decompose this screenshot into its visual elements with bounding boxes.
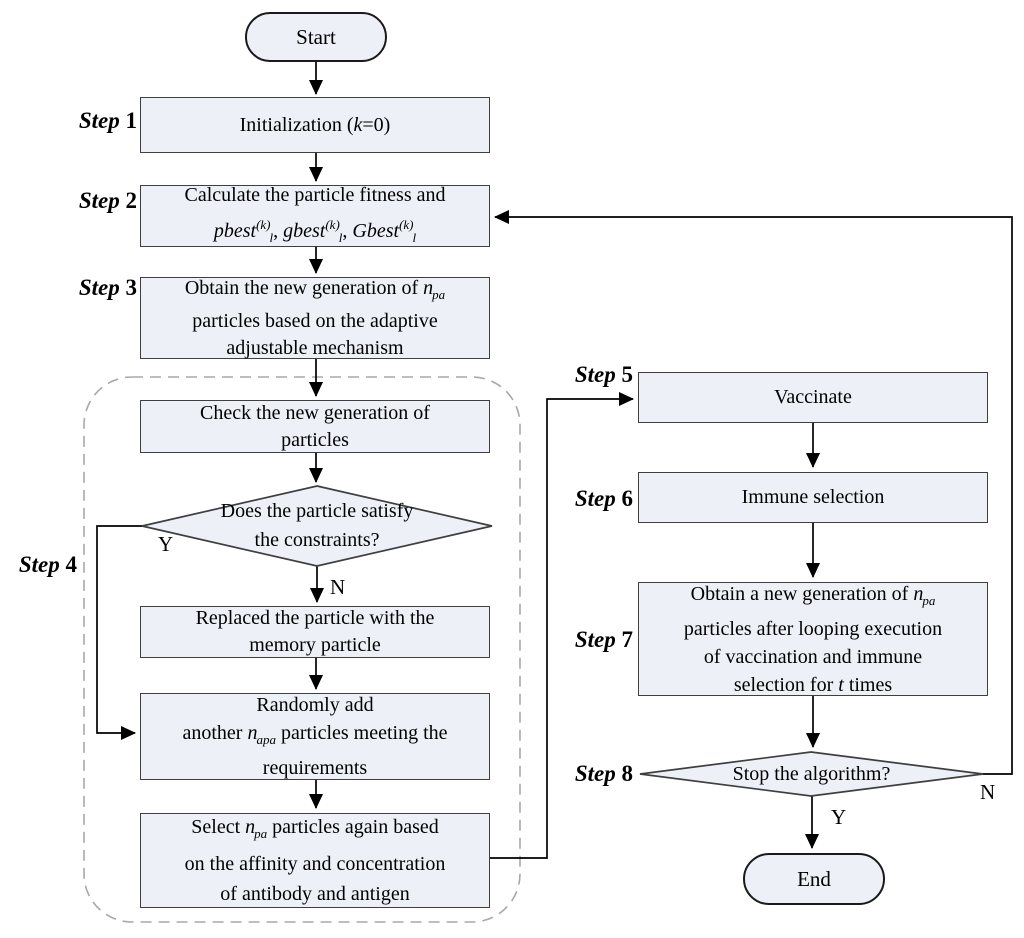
step4-label: Step 4 bbox=[18, 552, 77, 577]
arrow-stop-no-to-calc bbox=[494, 210, 1013, 775]
constraint-yes-label: Y bbox=[158, 532, 174, 556]
step1-label: Step 1 bbox=[78, 108, 137, 133]
arrow-decision-yes-to-randomadd bbox=[96, 525, 142, 740]
step7-label: Step 7 bbox=[574, 627, 633, 652]
arrow-select-to-vaccinate bbox=[490, 392, 634, 859]
step6-label: Step 6 bbox=[574, 486, 633, 511]
start-node: Start bbox=[245, 12, 387, 62]
stop-no-label: N bbox=[980, 780, 996, 804]
stop-decision-diamond bbox=[639, 751, 984, 797]
step3-label: Step 3 bbox=[78, 275, 137, 300]
vaccinate-box: Vaccinate bbox=[638, 372, 988, 423]
stop-decision-label: Stop the algorithm? bbox=[732, 762, 891, 785]
step4-dashed-group-border bbox=[83, 376, 521, 923]
step5-label: Step 5 bbox=[574, 362, 633, 387]
immune-selection-box: Immune selection bbox=[638, 472, 988, 523]
constraint-no-label: N bbox=[330, 575, 346, 599]
end-node: End bbox=[743, 853, 885, 905]
constraint-decision-diamond bbox=[141, 485, 493, 567]
init-box: Initialization (k=0) bbox=[140, 97, 490, 153]
stop-yes-label: Y bbox=[831, 805, 847, 829]
step2-label: Step 2 bbox=[78, 188, 137, 213]
step8-label: Step 8 bbox=[574, 761, 633, 786]
